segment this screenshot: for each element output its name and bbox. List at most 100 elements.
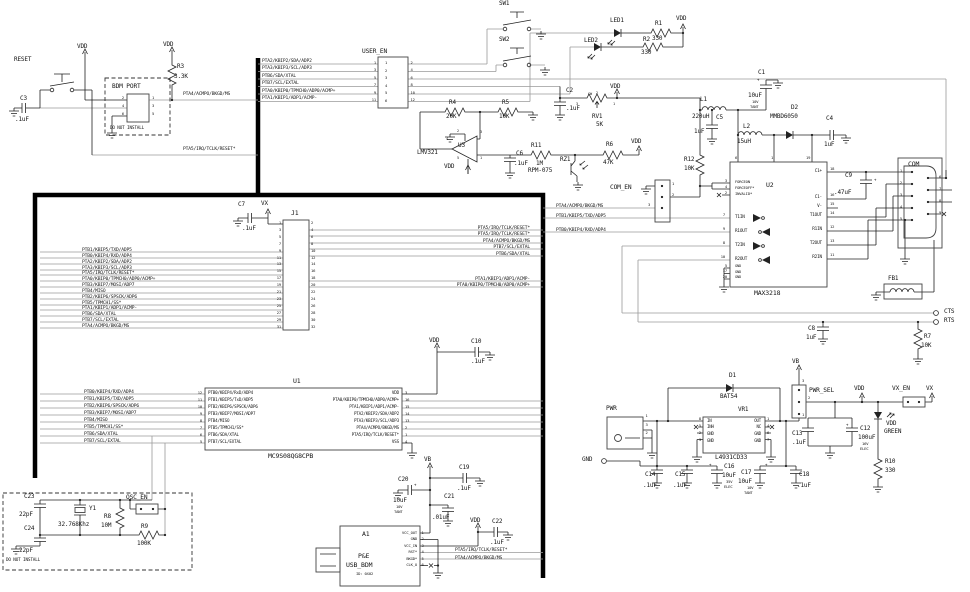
net-label: PTA3/KBIP3/SCL/ADP3 bbox=[353, 418, 399, 423]
pin-number: 1 bbox=[767, 416, 770, 421]
label-1: 1 bbox=[613, 102, 615, 106]
pin-number: 4 bbox=[767, 423, 770, 428]
label-1: 1 bbox=[771, 155, 774, 160]
net-label: GND bbox=[735, 264, 742, 268]
net-label: PTB7/SCL/EXTAL bbox=[493, 245, 530, 250]
label-1uf: 1uF bbox=[694, 128, 705, 135]
pin-number: 2 bbox=[899, 180, 902, 185]
junction-dot bbox=[428, 488, 432, 492]
pin-number: 12 bbox=[410, 97, 415, 102]
pin-number: 10 bbox=[311, 247, 316, 253]
pin-number: 32 bbox=[311, 323, 316, 329]
label-tant: TANT bbox=[744, 490, 753, 495]
net-label: VSS bbox=[391, 439, 399, 444]
label-.1uf: .1uF bbox=[457, 485, 471, 492]
label-10k: 10K bbox=[921, 342, 932, 349]
pin-number: 12 bbox=[197, 390, 202, 395]
junction-dot bbox=[660, 184, 664, 188]
label-r7: R7 bbox=[924, 333, 931, 340]
pin-number: 10 bbox=[410, 89, 415, 95]
label-pwr: PWR bbox=[606, 405, 617, 412]
label-vx: VX bbox=[261, 200, 268, 207]
label-15: 15 bbox=[830, 201, 835, 206]
label-.1uf: .1uF bbox=[566, 105, 580, 112]
net-label: PTB2/KBIP6/SPSCK/ADP6 bbox=[208, 404, 258, 409]
pwr-sel-header bbox=[791, 384, 807, 419]
junction-dot bbox=[910, 206, 914, 210]
label-u1: U1 bbox=[293, 377, 301, 385]
junction-dot bbox=[666, 419, 670, 423]
label-1uf: 1uF bbox=[806, 334, 817, 341]
net-label: R2IN bbox=[812, 255, 822, 260]
label-p&e: P&E bbox=[358, 552, 370, 560]
label-.1uf: .1uF bbox=[792, 439, 806, 446]
net-label: PTB7/SCL/EXTAL bbox=[262, 81, 299, 86]
pin-number: 10 bbox=[197, 404, 202, 409]
pin-number: 8 bbox=[311, 240, 314, 246]
net-label: PTA5/IRQ/TCLK/RESET* bbox=[477, 226, 530, 231]
label-vr1: VR1 bbox=[738, 406, 749, 413]
pin-number: 2 bbox=[421, 536, 424, 541]
net-label: PTB4/MISO bbox=[208, 418, 230, 423]
net-label: PTB5/TPMCH1/SS* bbox=[208, 425, 244, 430]
junction-dot bbox=[163, 507, 167, 511]
vx-en-jumper bbox=[902, 396, 926, 408]
ic-glyphs bbox=[451, 135, 770, 264]
label-user-en: USER_EN bbox=[362, 48, 388, 55]
pin-number: 16 bbox=[405, 397, 410, 402]
junction-dot bbox=[151, 507, 155, 511]
vr1-box bbox=[702, 416, 766, 454]
junction-dot bbox=[736, 108, 740, 112]
net-label: GND bbox=[410, 536, 418, 541]
label-c8: C8 bbox=[808, 325, 815, 332]
label-r11: R11 bbox=[531, 142, 542, 149]
net-label: PTB2/KBIP6/SPSCK/ADP6 bbox=[82, 295, 137, 300]
pin-number: 6 bbox=[421, 562, 424, 567]
label-vdd: VDD bbox=[77, 43, 88, 50]
pin-number: 11 bbox=[197, 397, 202, 402]
pin-number: 1 bbox=[152, 95, 155, 100]
junction-dots bbox=[38, 31, 948, 567]
label-.1uf: .1uF bbox=[471, 358, 485, 365]
label-led2: LED2 bbox=[584, 37, 598, 44]
junction-dot bbox=[810, 133, 814, 137]
pin-number: 9 bbox=[939, 210, 942, 215]
net-label: FORCEOFF* bbox=[735, 185, 755, 190]
label-20k: 20K bbox=[446, 113, 457, 120]
label-+: + bbox=[874, 177, 877, 182]
junction-dot bbox=[685, 464, 689, 468]
junction-dot bbox=[698, 108, 702, 112]
junction-dot bbox=[926, 200, 930, 204]
pin-number: 2 bbox=[311, 220, 314, 225]
net-label: C1+ bbox=[814, 169, 822, 174]
bus-bars bbox=[32, 58, 546, 578]
label-22pf: 22pF bbox=[19, 547, 33, 554]
label-l2: L2 bbox=[743, 123, 750, 130]
label-+: + bbox=[709, 462, 712, 467]
net-label: PTB0/KBIP4/RxD/ADP4 bbox=[208, 390, 254, 395]
label-.1uf: .1uF bbox=[797, 482, 811, 489]
pin-number: 3 bbox=[899, 192, 902, 197]
label-1: 1 bbox=[480, 156, 482, 160]
net-label: T2OUT bbox=[809, 241, 822, 246]
net-label: VDD bbox=[391, 390, 399, 395]
label-r12: R12 bbox=[684, 156, 695, 163]
label-c15: C15 bbox=[675, 471, 686, 478]
net-label: BKGD* bbox=[406, 555, 417, 561]
net-label: INH bbox=[707, 424, 714, 429]
label-r5: R5 bbox=[502, 99, 509, 106]
label-c1: C1 bbox=[758, 69, 765, 76]
pin-number: 18 bbox=[311, 275, 316, 281]
junction-dot bbox=[163, 533, 167, 537]
label-18: 18 bbox=[830, 166, 835, 171]
label-1: 1 bbox=[672, 181, 675, 186]
pin-number: 4 bbox=[405, 439, 408, 444]
junction-dot bbox=[821, 320, 825, 324]
label-10v: 10V bbox=[752, 99, 759, 104]
label-bat54: BAT54 bbox=[720, 393, 738, 400]
label-32.768khz: 32.768Khz bbox=[58, 521, 90, 528]
label-17: 17 bbox=[722, 268, 727, 273]
junction-dot bbox=[784, 464, 788, 468]
label-14: 14 bbox=[830, 210, 835, 215]
